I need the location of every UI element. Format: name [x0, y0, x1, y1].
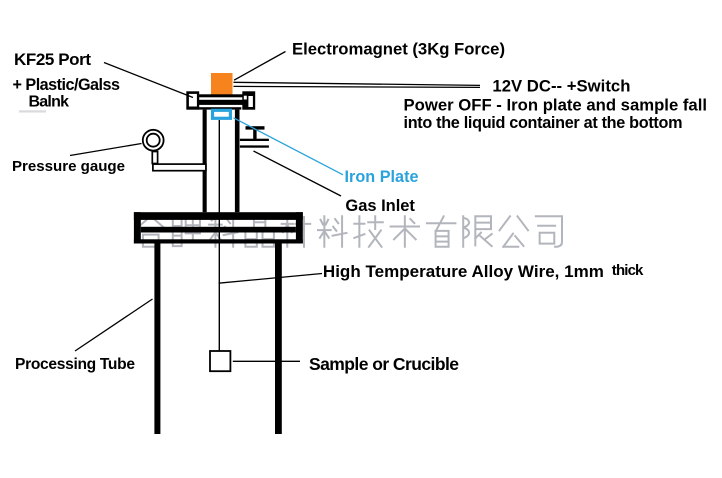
svg-text:Processing Tube: Processing Tube: [15, 356, 135, 373]
svg-text:into the liquid container at t: into the liquid container at the bottom: [404, 114, 683, 132]
svg-text:+ Plastic/Galss: + Plastic/Galss: [13, 76, 121, 94]
svg-text:Sample or Crucible: Sample or Crucible: [309, 354, 459, 374]
svg-text:High Temperature Alloy Wire, 1: High Temperature Alloy Wire, 1mm: [323, 262, 604, 281]
svg-text:Pressure gauge: Pressure gauge: [12, 158, 125, 175]
svg-text:12V DC-- +Switch: 12V DC-- +Switch: [492, 77, 630, 96]
svg-text:Gas Inlet: Gas Inlet: [345, 197, 415, 215]
svg-text:Iron Plate: Iron Plate: [345, 168, 419, 186]
svg-text:Balnk: Balnk: [29, 94, 70, 111]
svg-text:KF25 Port: KF25 Port: [14, 50, 91, 69]
svg-text:Electromagnet (3Kg Force): Electromagnet (3Kg Force): [292, 40, 505, 59]
svg-text:Power OFF - Iron plate and sam: Power OFF - Iron plate and sample fall: [404, 96, 708, 115]
svg-text:thick: thick: [612, 262, 644, 279]
